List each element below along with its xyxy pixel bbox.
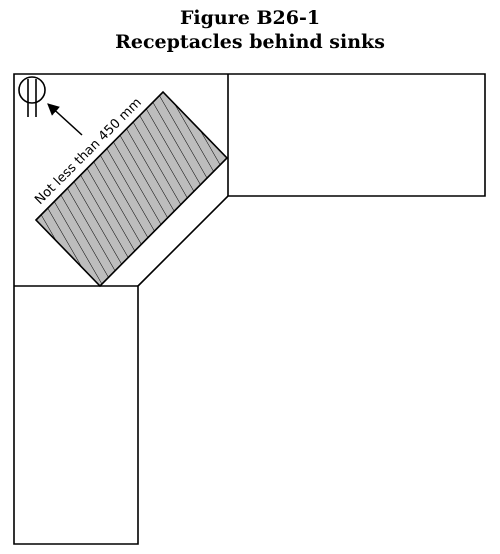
sink-hatched-area	[34, 90, 229, 288]
receptacle-icon	[18, 76, 46, 117]
dimension-arrow	[47, 103, 83, 136]
figure-title: Receptacles behind sinks	[115, 31, 385, 53]
figure-number: Figure B26-1	[179, 7, 321, 29]
